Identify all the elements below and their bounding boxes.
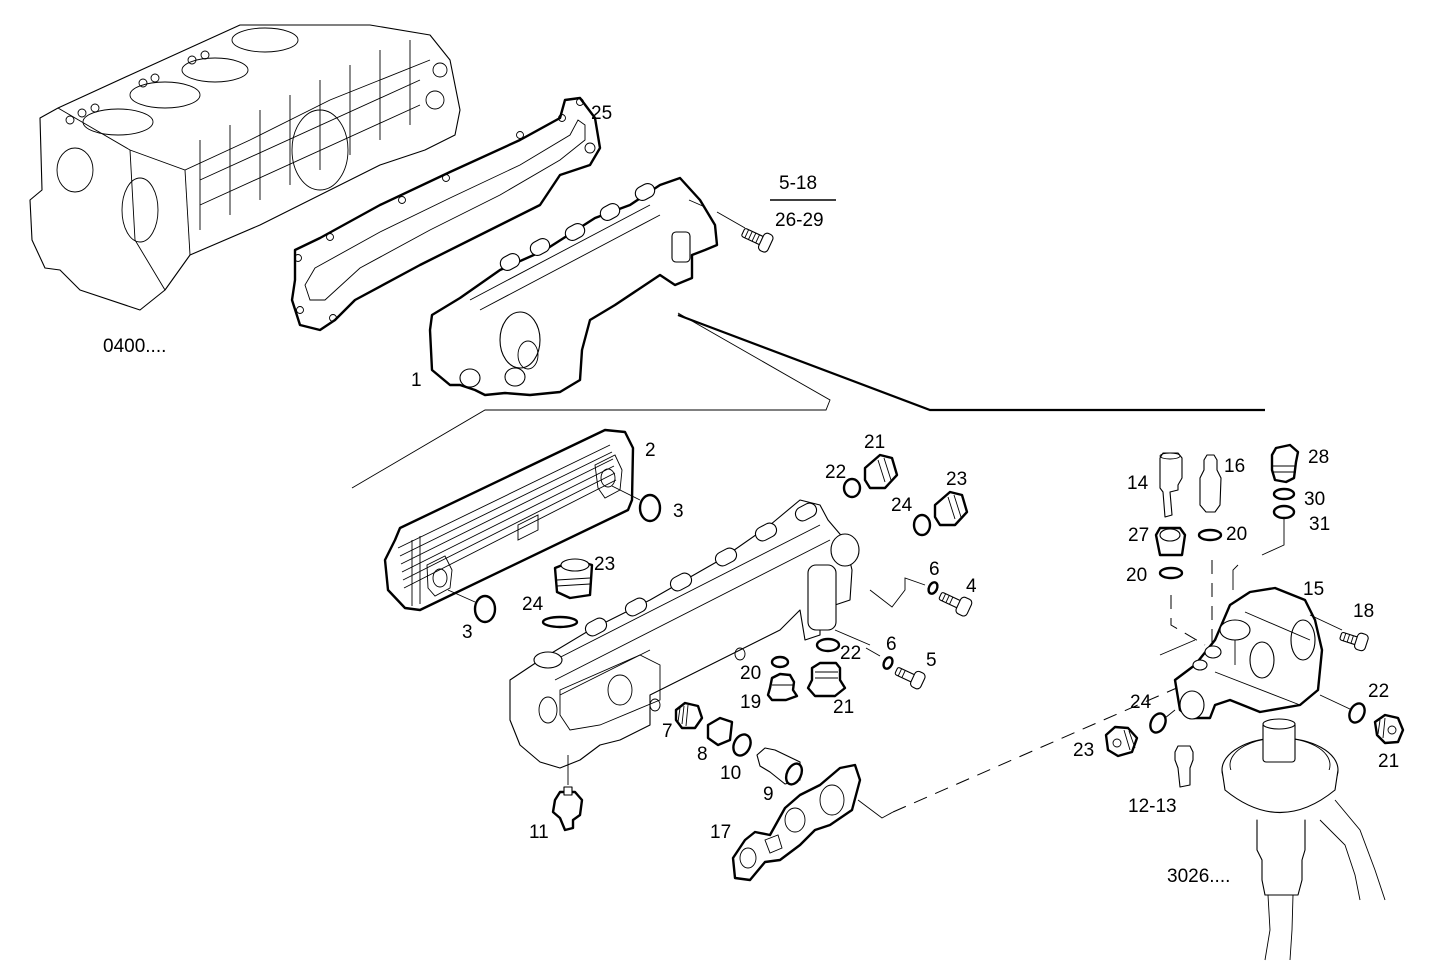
part-label-22b: 22	[840, 643, 861, 664]
part-label-30: 30	[1304, 489, 1325, 510]
union-12-13	[1174, 745, 1194, 788]
spring-8	[706, 716, 734, 747]
part-label-16: 16	[1224, 456, 1245, 477]
part-label-24b: 24	[891, 495, 913, 516]
part-label-21b: 21	[833, 697, 854, 718]
valve-9	[756, 747, 804, 786]
plug-23b	[933, 490, 969, 527]
part-label-23c: 23	[1073, 740, 1094, 761]
filter-support-15	[1173, 586, 1324, 720]
part-label-20b: 20	[1126, 565, 1147, 586]
seal-ring-20c	[1197, 528, 1223, 542]
part-label-3b: 3	[462, 622, 473, 643]
plug-21a	[863, 453, 899, 490]
oil-cooler-core-2	[383, 428, 635, 612]
part-label-27: 27	[1128, 525, 1149, 546]
part-label-21a: 21	[864, 432, 885, 453]
washer-6a	[927, 581, 939, 595]
ref-label-engine-block: 0400....	[103, 336, 166, 357]
seal-ring-22c	[1348, 702, 1366, 724]
oil-cooler-housing-1	[428, 176, 719, 397]
union-14	[1159, 452, 1183, 518]
seal-ring-24c	[1149, 712, 1167, 734]
bolt-group-label-top: 5-18	[779, 173, 817, 194]
o-ring-3a	[638, 493, 662, 523]
seal-ring-24b	[912, 513, 932, 537]
detail-callout-right	[677, 313, 1265, 412]
part-label-11: 11	[529, 822, 549, 843]
part-label-3a: 3	[673, 501, 684, 522]
part-label-23a: 23	[594, 554, 615, 575]
screw-18	[1339, 631, 1369, 652]
part-label-10: 10	[720, 763, 741, 784]
plug-21c	[1373, 713, 1405, 745]
plug-28	[1270, 443, 1300, 484]
part-label-8: 8	[697, 744, 708, 765]
plug-23a	[553, 558, 594, 600]
plug-23c	[1104, 725, 1139, 758]
part-label-20a: 20	[740, 663, 761, 684]
oil-filter-reference	[1221, 718, 1386, 961]
part-label-9: 9	[763, 784, 774, 805]
part-label-23b: 23	[946, 469, 967, 490]
part-label-12-13: 12-13	[1128, 796, 1177, 817]
seal-ring-10	[732, 733, 752, 757]
sensor-11	[551, 786, 584, 832]
part-label-7: 7	[662, 721, 673, 742]
washer-6b	[882, 656, 894, 670]
gasket-25	[290, 96, 602, 332]
part-label-6a: 6	[929, 559, 940, 580]
screw-4	[938, 592, 973, 617]
union-16	[1199, 454, 1222, 513]
detail-callout-left	[351, 312, 831, 489]
part-label-21c: 21	[1378, 751, 1399, 772]
engine-block	[29, 24, 461, 311]
screw-5	[894, 667, 926, 690]
part-label-6b: 6	[886, 634, 897, 655]
part-label-18: 18	[1353, 601, 1374, 622]
oil-cooler-housing-detail	[509, 499, 860, 769]
part-label-22a: 22	[825, 462, 846, 483]
seal-ring-20b	[1158, 566, 1184, 580]
seal-ring-30	[1272, 487, 1296, 501]
part-label-20c: 20	[1226, 524, 1247, 545]
part-label-24a: 24	[522, 594, 544, 615]
part-label-25: 25	[591, 103, 612, 124]
part-label-15: 15	[1303, 579, 1324, 600]
o-ring-3b	[473, 594, 497, 624]
seal-ring-22b	[815, 637, 841, 653]
part-label-2: 2	[645, 440, 656, 461]
plug-7	[674, 701, 704, 730]
bolt-group-label-bottom: 26-29	[775, 210, 824, 231]
part-label-17: 17	[710, 822, 731, 843]
seal-ring-24a	[541, 615, 579, 629]
plug-21b	[806, 661, 847, 698]
gasket-17	[731, 763, 862, 882]
adapter-27	[1154, 526, 1187, 557]
part-label-5: 5	[926, 650, 937, 671]
part-label-19: 19	[740, 692, 761, 713]
plug-19	[766, 672, 799, 702]
part-label-1: 1	[411, 370, 422, 391]
part-label-24c: 24	[1130, 692, 1152, 713]
part-label-4: 4	[966, 576, 977, 597]
seal-ring-22a	[842, 477, 862, 499]
seal-ring-31	[1272, 504, 1296, 520]
seal-ring-20a	[770, 655, 790, 669]
part-label-31: 31	[1309, 514, 1330, 535]
part-label-14: 14	[1127, 473, 1149, 494]
part-label-28: 28	[1308, 447, 1329, 468]
ref-label-oil-filter: 3026....	[1167, 866, 1230, 887]
bolt-5-18	[741, 228, 774, 253]
part-label-22c: 22	[1368, 681, 1389, 702]
